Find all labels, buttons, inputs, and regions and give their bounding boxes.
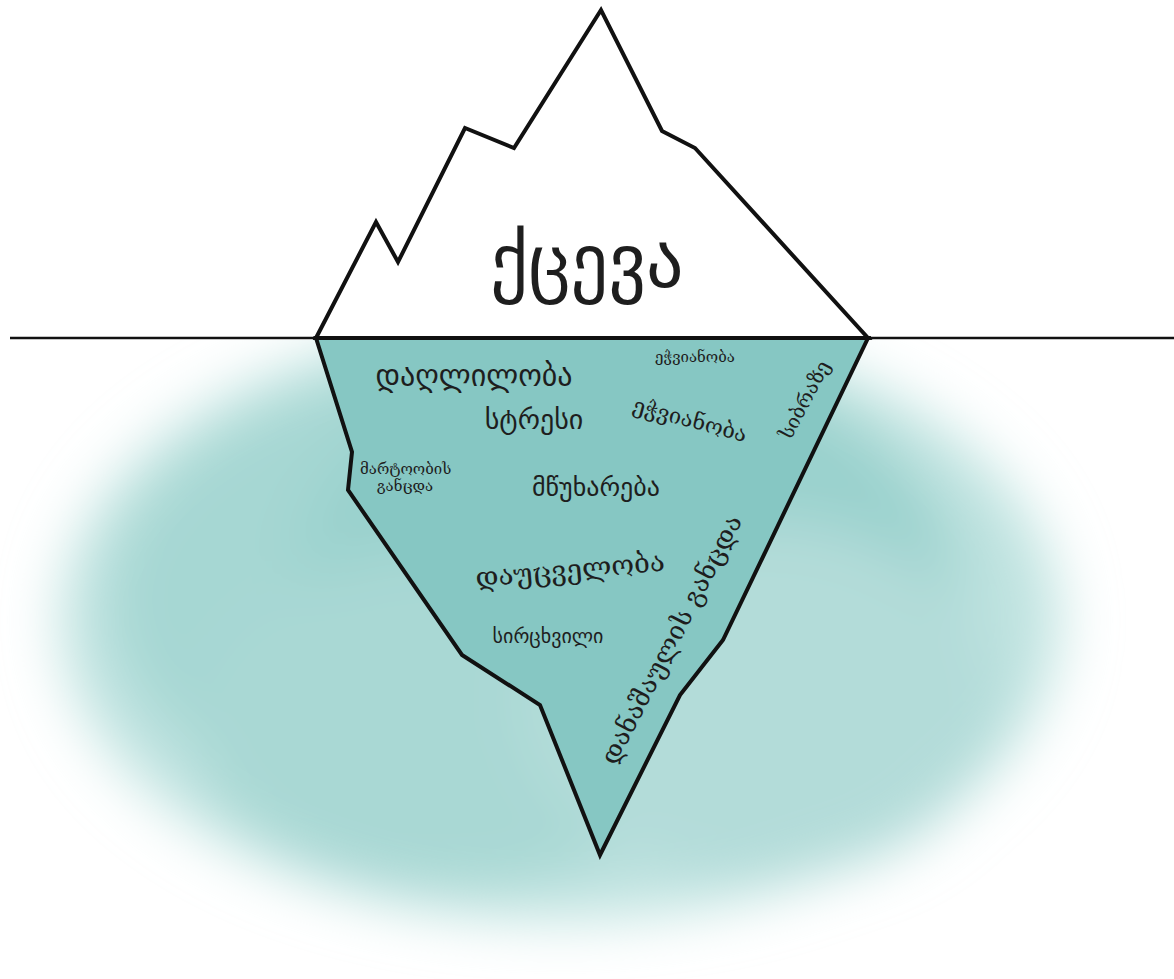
- iceberg-underwater-shape: [316, 338, 868, 855]
- feeling-word: ეჭვიანობა: [655, 349, 735, 366]
- feeling-word: დაღლილობა: [375, 359, 572, 394]
- iceberg-tip-shape: [316, 10, 868, 338]
- iceberg-tip: ქცევა: [316, 8, 868, 340]
- behaviour-title: ქცევა: [490, 219, 683, 304]
- feeling-word: სირცხვილი: [493, 625, 604, 648]
- feeling-word: მარტოობის განცდა: [360, 461, 450, 496]
- iceberg-underwater: დაღლილობაეჭვიანობასტრესიეჭვიანობასიბრაზე…: [316, 338, 868, 858]
- feeling-word: მწუხარება: [532, 473, 660, 503]
- feeling-word: სტრესი: [485, 404, 584, 436]
- watercolor-blob: [60, 340, 1060, 920]
